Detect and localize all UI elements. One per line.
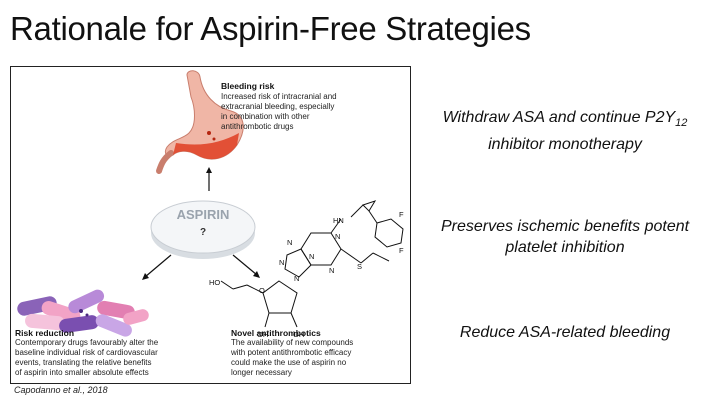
bleeding-risk-text: Increased risk of intracranial and extra… — [221, 92, 406, 132]
arrow-left-down — [144, 254, 172, 278]
risk-line-4: of aspirin into smaller absolute effects — [15, 368, 149, 377]
bleeding-risk-heading: Bleeding risk — [221, 81, 275, 91]
molecule-label-n3: N — [294, 274, 299, 283]
citation: Capodanno et al., 2018 — [14, 385, 108, 395]
molecule-label-oh1: OH — [257, 330, 268, 339]
aspirin-pill: ASPIRIN ? — [150, 200, 256, 259]
molecule-label-s: S — [357, 262, 362, 271]
risk-reduction-text: Contemporary drugs favourably alter the … — [15, 338, 215, 378]
point-withdraw-asa: Withdraw ASA and continue P2Y12 inhibito… — [420, 107, 710, 155]
risk-reduction-heading: Risk reduction — [15, 328, 75, 338]
point-ischemic-benefits: Preserves ischemic benefits potent plate… — [420, 216, 710, 258]
risk-line-2: baseline individual risk of cardiovascul… — [15, 348, 158, 357]
novel-line-1: The availability of new compounds — [231, 338, 354, 347]
molecule-label-oh2: OH — [293, 330, 304, 339]
molecule-label-n5: N — [329, 266, 334, 275]
molecule-label-f2: F — [399, 246, 404, 255]
molecule-label-n4: N — [335, 232, 340, 241]
bleeding-line-2: extracranial bleeding, especially — [221, 102, 335, 111]
molecule-label-n1: N — [287, 238, 292, 247]
figure-illustration: ASPIRIN ? — [17, 70, 404, 339]
novel-antithrombotics-heading: Novel antithrombotics — [231, 328, 321, 338]
novel-line-3: could make the use of aspirin no — [231, 358, 347, 367]
molecule-label-o: O — [259, 286, 265, 295]
novel-line-4: longer necessary — [231, 368, 292, 377]
novel-line-2: with potent antithrombotic efficacy — [231, 348, 352, 357]
capsules-illustration — [17, 289, 149, 337]
molecule-label-n2: N — [279, 258, 284, 267]
risk-line-1: Contemporary drugs favourably alter the — [15, 338, 159, 347]
point-1-line-2: inhibitor monotherapy — [488, 136, 642, 154]
stomach-illustration — [156, 70, 244, 174]
risk-line-3: events, translating the relative benefit… — [15, 358, 152, 367]
molecule-label-f1: F — [399, 210, 404, 219]
arrow-right-down — [232, 254, 258, 276]
point-1-subscript: 12 — [675, 117, 688, 130]
slide-title: Rationale for Aspirin-Free Strategies — [10, 10, 531, 47]
pill-label: ASPIRIN — [177, 207, 230, 222]
point-1-line-1: Withdraw ASA and continue P2Y — [442, 109, 676, 126]
bleeding-line-1: Increased risk of intracranial and — [221, 92, 337, 101]
bleeding-line-3: in combination with other — [221, 112, 310, 121]
molecule-label-ho: HO — [209, 278, 220, 287]
figure-panel: ASPIRIN ? — [10, 66, 411, 384]
ticagrelor-molecule — [220, 200, 404, 328]
point-2-line-1: Preserves ischemic benefits potent — [440, 218, 690, 235]
bleeding-line-4: antithrombotic drugs — [221, 122, 294, 131]
molecule-label-n6: N — [309, 252, 314, 261]
point-2-line-2: platelet inhibition — [505, 239, 625, 256]
pill-question-mark: ? — [200, 227, 206, 238]
novel-antithrombotics-text: The availability of new compounds with p… — [231, 338, 406, 378]
point-reduce-bleeding: Reduce ASA-related bleeding — [459, 324, 671, 341]
molecule-label-hn: HN — [333, 216, 344, 225]
